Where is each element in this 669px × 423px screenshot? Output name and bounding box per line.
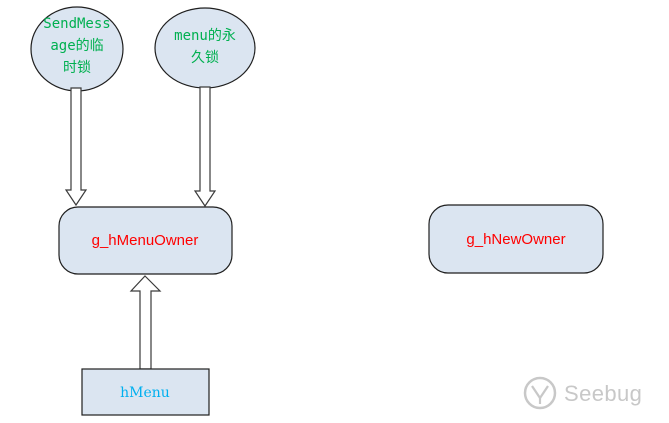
- menu-lock-node: [154, 7, 256, 89]
- seebug-watermark: Seebug: [523, 376, 642, 410]
- menu-lock-label-line1: menu的永: [174, 28, 236, 44]
- hmenu-label: hMenu: [120, 385, 170, 401]
- sendmessage-lock-arrow: [64, 87, 88, 207]
- menu-lock-arrow: [193, 86, 217, 208]
- g-hmenuowner-label: g_hMenuOwner: [92, 232, 199, 249]
- g-hmenuowner-node: [58, 206, 233, 275]
- sendmessage-lock-label-line2: age的临: [50, 38, 103, 54]
- menu-lock-label-line2: 久锁: [191, 50, 219, 66]
- seebug-watermark-text: Seebug: [564, 381, 642, 406]
- sendmessage-lock-label-line1: SendMess: [43, 16, 110, 32]
- seebug-logo-mark-icon: [531, 385, 549, 400]
- g-hnewowner-node: [428, 204, 604, 274]
- hmenu-arrow: [129, 275, 162, 370]
- hmenu-node: [81, 368, 210, 416]
- g-hnewowner-label: g_hNewOwner: [466, 231, 565, 248]
- seebug-logo-icon: [523, 376, 557, 410]
- sendmessage-lock-label-line3: 时锁: [63, 60, 91, 76]
